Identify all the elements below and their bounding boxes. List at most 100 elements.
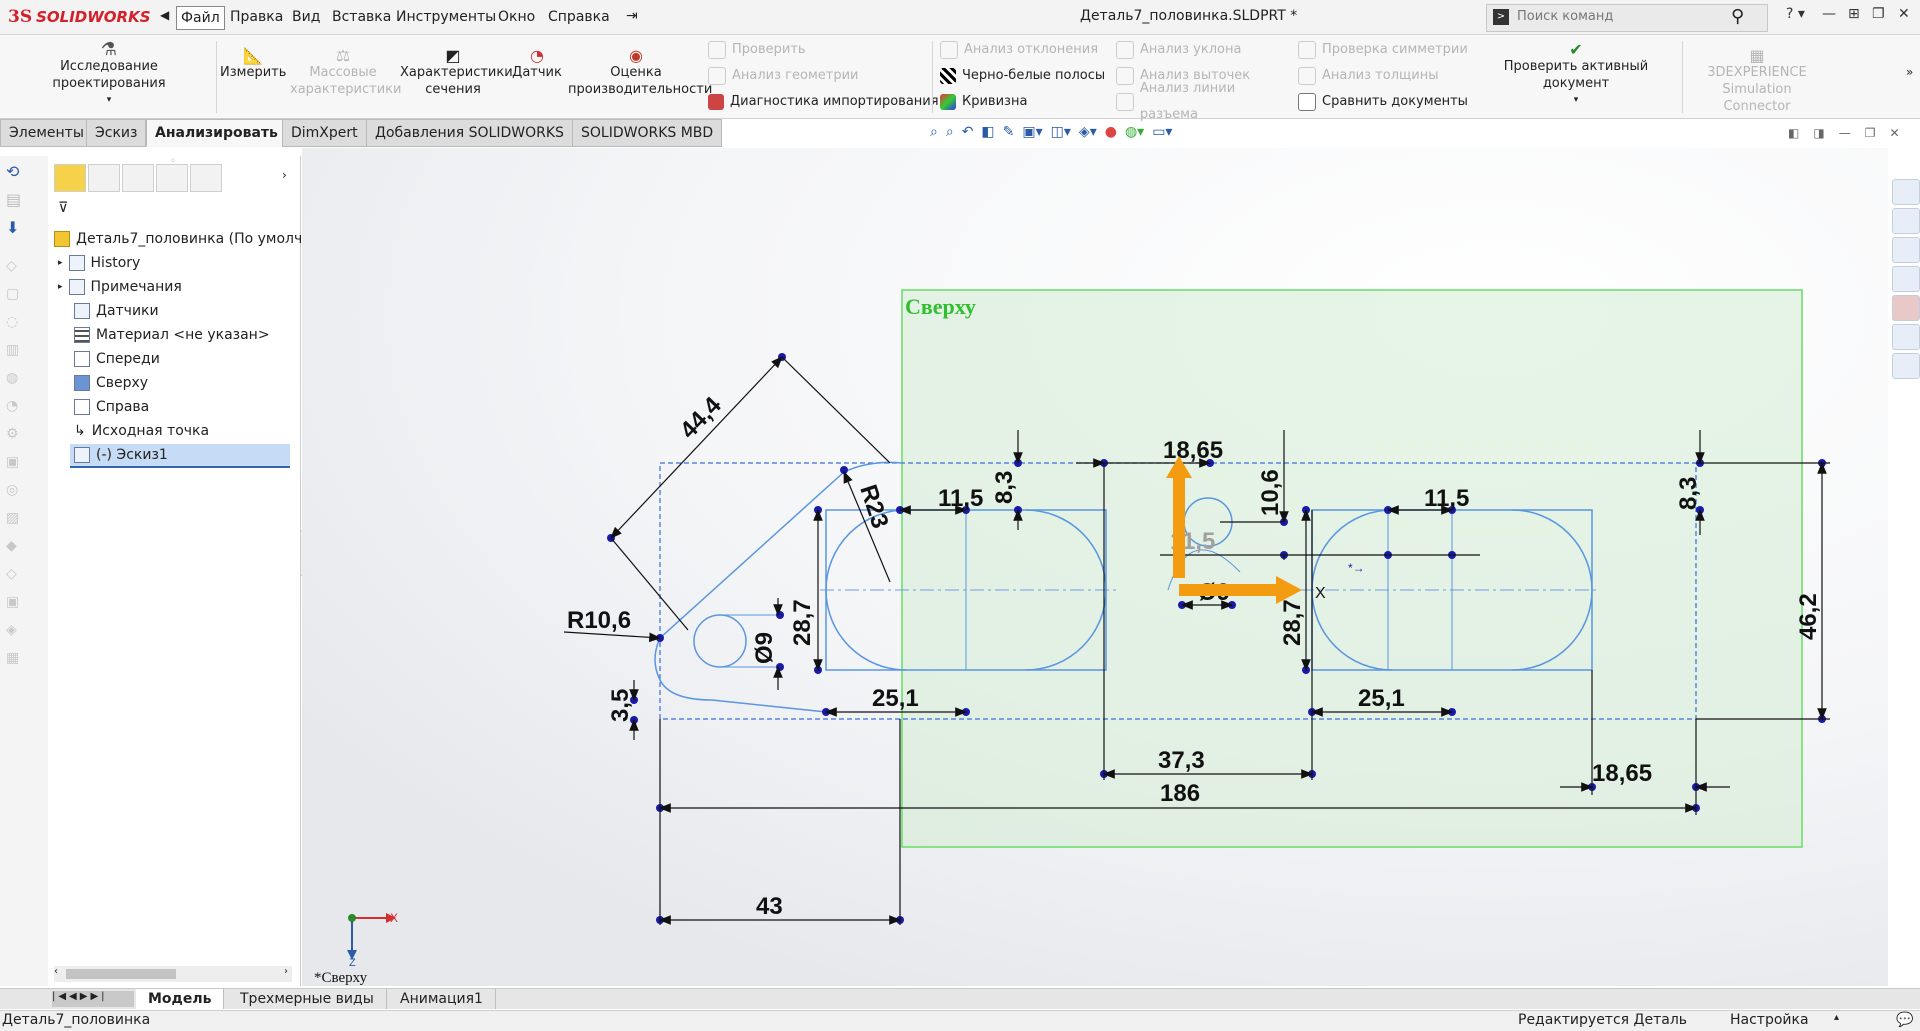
viewport-restore-icon[interactable]: ❐	[1864, 126, 1876, 140]
tab-evaluate[interactable]: Анализировать	[146, 119, 287, 147]
settings-chevron-icon[interactable]: ▴	[1834, 1012, 1840, 1023]
check-active-document-button[interactable]: ✔ Проверить активный документ ▾	[1476, 41, 1676, 109]
restore-button[interactable]: ❐	[1872, 6, 1885, 22]
dim-18-65-top[interactable]: 18,65	[1163, 437, 1223, 464]
sensor-button[interactable]: ◔ Датчик	[510, 47, 564, 81]
tab-3d-views[interactable]: Трехмерные виды	[228, 989, 387, 1009]
expand-menu-icon[interactable]: ◀	[160, 8, 170, 22]
filter-icon[interactable]: ⊽	[58, 200, 69, 216]
tab-dimxpert[interactable]: DimXpert	[282, 119, 367, 147]
menu-view[interactable]: Вид	[292, 9, 321, 25]
tab-addins[interactable]: Добавления SOLIDWORKS	[366, 119, 573, 147]
expand-icon[interactable]: ▸	[58, 282, 63, 292]
deviation-analysis-button[interactable]: Анализ отклонения	[940, 37, 1112, 63]
tree-root[interactable]: Деталь7_половинка (По умолча	[54, 228, 311, 250]
status-settings[interactable]: Настройка	[1730, 1012, 1809, 1028]
tab-display-manager[interactable]	[190, 164, 222, 192]
tab-animation1[interactable]: Анимация1	[388, 989, 496, 1009]
dim-28-7-left[interactable]: 28,7	[789, 599, 816, 646]
dim-11-5-left[interactable]: 11,5	[938, 485, 983, 512]
dynamic-annotation-icon[interactable]: ✎	[1002, 124, 1015, 140]
scrollbar-thumb[interactable]	[66, 969, 176, 979]
pin-icon[interactable]: ⇥	[626, 8, 638, 24]
measure-button[interactable]: 📐 Измерить	[220, 47, 286, 81]
parting-line-analysis-button[interactable]: Анализ линии разъема	[1116, 81, 1296, 122]
mass-properties-button[interactable]: ⚖ Массовые характеристики	[290, 47, 401, 98]
tool-icon[interactable]: ⬇	[6, 218, 20, 237]
top-plane[interactable]	[901, 289, 1803, 848]
home-icon[interactable]	[1892, 179, 1920, 205]
geometry-analysis-button[interactable]: Анализ геометрии	[708, 63, 940, 89]
sketch-origin[interactable]: X *→	[1166, 456, 1365, 604]
compare-documents-button[interactable]: Сравнить документы	[1298, 89, 1474, 115]
menu-insert[interactable]: Вставка	[332, 9, 392, 25]
menu-help[interactable]: Справка	[548, 9, 610, 25]
dim-186[interactable]: 186	[1160, 780, 1200, 807]
smart-dimension-icon[interactable]: ⟲	[6, 162, 20, 181]
tree-item-sketch1[interactable]: (-) Эскиз1	[70, 444, 290, 468]
tab-navigation-arrows[interactable]: |◀◀▶▶|	[52, 991, 134, 1007]
pane-grip[interactable]: ◦	[170, 156, 176, 167]
menu-edit[interactable]: Правка	[230, 9, 284, 25]
dim-46-2[interactable]: 46,2	[1795, 593, 1822, 640]
performance-evaluation-button[interactable]: ◉ Оценка производительности	[568, 47, 712, 98]
tree-item-history[interactable]: ▸ History	[58, 252, 140, 274]
display-style-icon[interactable]: ◫▾	[1050, 124, 1071, 140]
construction-rectangle[interactable]	[659, 462, 1697, 720]
import-diagnostics-button[interactable]: Диагностика импортирования	[708, 89, 940, 115]
tab-dimxpert-manager[interactable]	[156, 164, 188, 192]
help-icon[interactable]: ? ▾	[1786, 6, 1805, 22]
tree-item-origin[interactable]: ↳ Исходная точка	[74, 420, 209, 442]
design-study-button[interactable]: ⚗ Исследование проектирования ▾	[6, 41, 212, 109]
tab-features[interactable]: Элементы	[0, 119, 93, 147]
tree-item-top-plane[interactable]: Сверху	[74, 372, 148, 394]
curvature-button[interactable]: Кривизна	[940, 89, 1112, 115]
tree-horizontal-scrollbar[interactable]: ‹ ›	[54, 966, 292, 982]
dim-37-3[interactable]: 37,3	[1158, 747, 1205, 774]
zoom-fit-icon[interactable]: ⌕	[930, 124, 938, 140]
forum-icon[interactable]	[1892, 353, 1920, 379]
view-palette-icon[interactable]	[1892, 266, 1920, 292]
tab-sketch[interactable]: Эскиз	[86, 119, 147, 147]
zoom-area-icon[interactable]: ⌕	[945, 124, 954, 140]
minimize-button[interactable]: —	[1822, 6, 1836, 22]
tree-item-material[interactable]: Материал <не указан>	[74, 324, 270, 346]
viewport-close-icon[interactable]: ✕	[1889, 126, 1900, 140]
expand-tabs-icon[interactable]: ›	[282, 168, 287, 182]
view-orientation-icon[interactable]: ▣▾	[1022, 124, 1043, 140]
more-icon[interactable]: »	[1906, 65, 1914, 79]
close-button[interactable]: ✕	[1898, 6, 1910, 22]
simulation-connector-button[interactable]: ▦ 3DEXPERIENCE Simulation Connector	[1688, 47, 1826, 115]
view-settings-icon[interactable]: ▭▾	[1152, 124, 1173, 140]
dim-3-5[interactable]: 3,5	[607, 689, 634, 722]
menu-window[interactable]: Окно	[498, 9, 536, 25]
appearances-icon[interactable]	[1892, 295, 1920, 321]
search-input[interactable]: Поиск команд	[1517, 9, 1614, 24]
previous-view-icon[interactable]: ↶	[961, 124, 974, 140]
section-properties-button[interactable]: ◩ Характеристики сечения	[400, 47, 513, 98]
tree-item-sensors[interactable]: Датчики	[74, 300, 159, 322]
symmetry-check-button[interactable]: Проверка симметрии	[1298, 37, 1474, 63]
check-button[interactable]: Проверить	[708, 37, 940, 63]
tree-item-front-plane[interactable]: Спереди	[74, 348, 160, 370]
tree-item-right-plane[interactable]: Справа	[74, 396, 149, 418]
search-icon[interactable]: ⚲	[1731, 6, 1745, 27]
viewport-tile-left-icon[interactable]: ◧	[1788, 126, 1800, 140]
dim-r10-6[interactable]: R10,6	[567, 607, 631, 634]
solidworks-logo[interactable]: 3S SOLIDWORKS	[8, 4, 156, 30]
zebra-stripes-button[interactable]: Черно-белые полосы	[940, 63, 1112, 89]
scene-icon[interactable]: ◍▾	[1124, 124, 1145, 140]
menu-tools[interactable]: Инструменты	[396, 9, 497, 25]
draft-analysis-button[interactable]: Анализ уклона	[1116, 37, 1296, 63]
hide-show-icon[interactable]: ◈▾	[1078, 124, 1097, 140]
viewport-tile-right-icon[interactable]: ◨	[1813, 126, 1825, 140]
tab-property-manager[interactable]	[88, 164, 120, 192]
dim-43[interactable]: 43	[756, 893, 783, 920]
graphics-viewport[interactable]: Сверху	[302, 148, 1888, 986]
scroll-left-icon[interactable]: ‹	[54, 966, 58, 977]
expand-icon[interactable]: ▸	[58, 258, 63, 268]
custom-properties-icon[interactable]	[1892, 324, 1920, 350]
thickness-analysis-button[interactable]: Анализ толщины	[1298, 63, 1474, 89]
file-explorer-icon[interactable]	[1892, 237, 1920, 263]
tab-model[interactable]: Модель	[136, 989, 225, 1009]
